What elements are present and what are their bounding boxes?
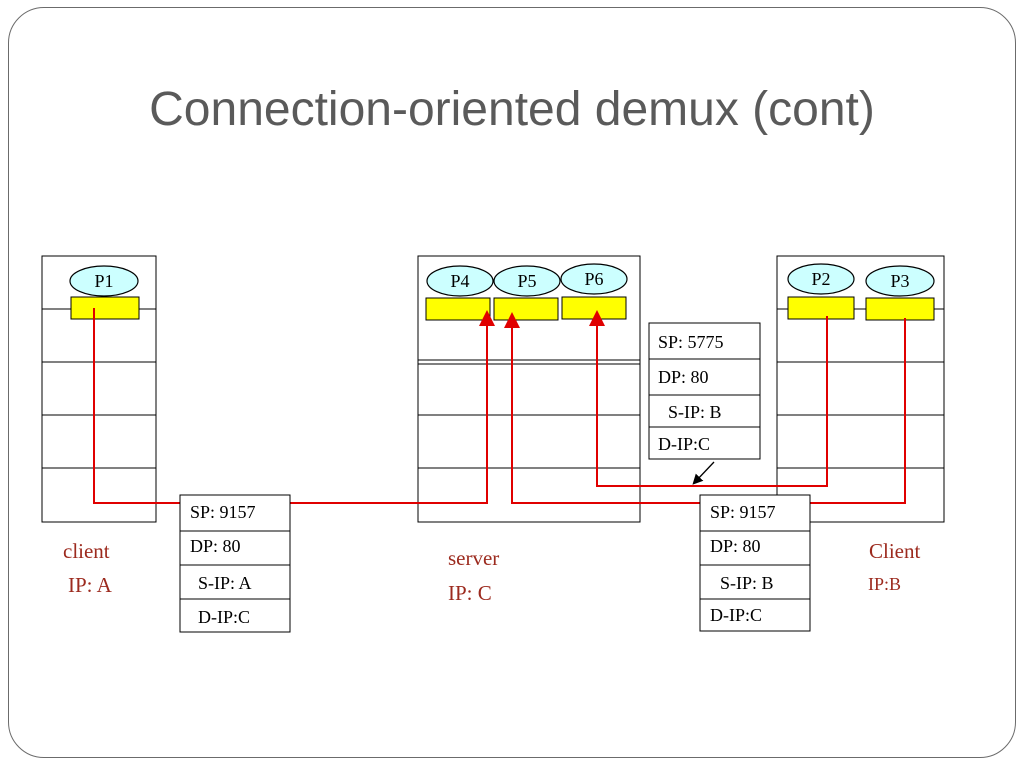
socket-p6: [561, 296, 627, 320]
client-b-name: Client: [869, 539, 920, 563]
header-field-box: [699, 564, 811, 600]
dest-ip: D-IP:C: [710, 605, 762, 625]
header-field-box: [648, 358, 761, 396]
header-field-box: [648, 426, 761, 460]
host-client-a: P1: [41, 255, 157, 523]
dest-port: DP: 80: [190, 536, 241, 556]
header-field-box: [179, 494, 291, 532]
socket-p5: [493, 297, 559, 321]
segment-from-client-b-5775: SP: 5775 DP: 80 S-IP: B D-IP:C: [648, 322, 761, 460]
process-p6-label: P6: [584, 269, 603, 289]
process-p5-label: P5: [517, 271, 536, 291]
header-field-box: [179, 598, 291, 633]
path-p2-to-p6: [589, 310, 828, 487]
process-p4: [426, 265, 494, 297]
socket-p2: [787, 296, 855, 320]
dest-port: DP: 80: [710, 536, 761, 556]
header-field-box: [699, 530, 811, 566]
source-port: SP: 9157: [190, 502, 256, 522]
process-p4-label: P4: [450, 271, 469, 291]
socket-p4: [425, 297, 491, 321]
source-port: SP: 5775: [658, 332, 724, 352]
header-field-box: [699, 598, 811, 632]
host-server: P4 P5 P6: [417, 255, 641, 523]
socket-p3: [865, 297, 935, 321]
header-field-box: [699, 494, 811, 532]
segment-from-client-b-9157: SP: 9157 DP: 80 S-IP: B D-IP:C: [699, 494, 811, 632]
dest-port: DP: 80: [658, 367, 709, 387]
process-p5: [493, 265, 561, 297]
dest-ip: D-IP:C: [198, 607, 250, 627]
host-stack-frame: [776, 255, 945, 523]
process-p1: [69, 265, 139, 297]
source-port: SP: 9157: [710, 502, 776, 522]
dest-ip: D-IP:C: [658, 434, 710, 454]
host-client-b: P2 P3: [776, 255, 945, 523]
source-ip: S-IP: B: [720, 573, 774, 593]
client-a-name: client: [63, 539, 110, 563]
process-p2: [787, 263, 855, 295]
client-a-ip: IP: A: [68, 573, 113, 597]
source-ip: S-IP: A: [198, 573, 252, 593]
header-field-box: [179, 564, 291, 600]
process-p6: [560, 263, 628, 295]
server-name: server: [448, 546, 499, 570]
header-field-box: [648, 394, 761, 428]
process-p1-label: P1: [94, 271, 113, 291]
process-p3-label: P3: [890, 271, 909, 291]
source-ip: S-IP: B: [668, 402, 722, 422]
server-ip: IP: C: [448, 581, 492, 605]
client-b-ip: IP:B: [868, 574, 901, 594]
process-p2-label: P2: [811, 269, 830, 289]
segment-from-client-a: SP: 9157 DP: 80 S-IP: A D-IP:C: [179, 494, 291, 633]
slide-title: Connection-oriented demux (cont): [149, 83, 875, 136]
pointer-arrow: [692, 461, 715, 485]
socket-p1: [70, 296, 140, 320]
process-p3: [865, 265, 935, 297]
header-field-box: [648, 322, 761, 360]
